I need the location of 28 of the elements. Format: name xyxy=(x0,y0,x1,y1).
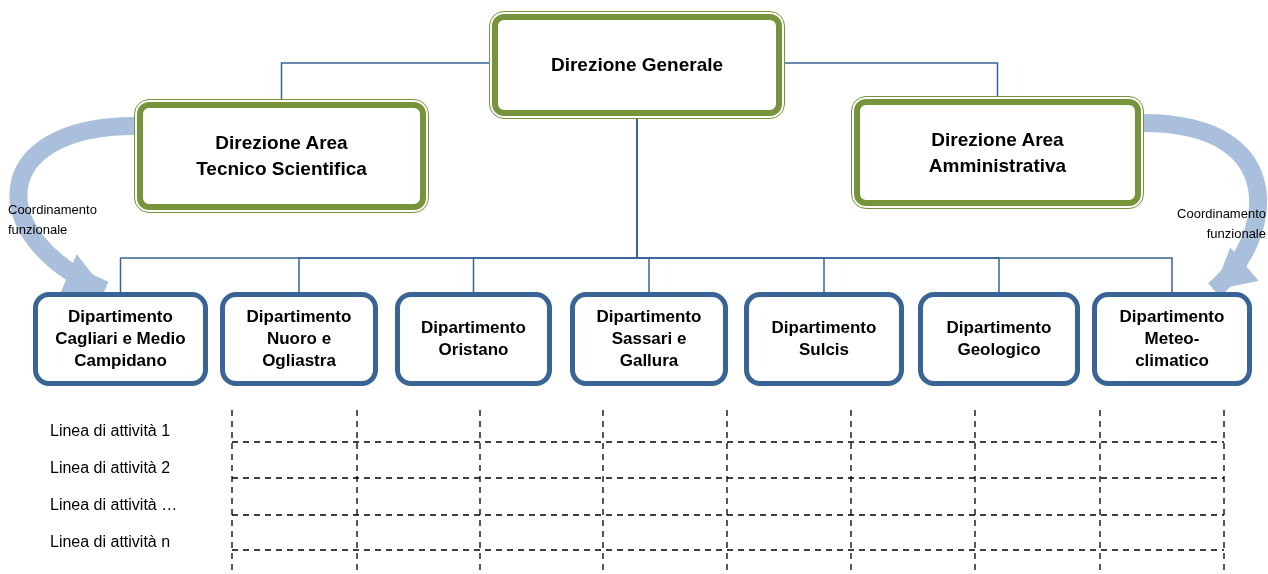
box-label: Direzione Generale xyxy=(550,53,724,77)
activity-line-label: Linea di attività 2 xyxy=(50,458,172,478)
connector-line xyxy=(280,62,491,100)
department-box xyxy=(33,292,208,386)
activity-line-label: Linea di attività n xyxy=(50,532,172,552)
connector-line xyxy=(783,62,999,97)
box-label: Direzione Area Tecnico Scientifica xyxy=(195,131,368,181)
department-box xyxy=(918,292,1080,386)
management-box xyxy=(854,99,1141,206)
activity-line-label: Linea di attività 1 xyxy=(50,421,172,441)
box-label: Dipartimento Geologico xyxy=(945,317,1053,361)
box-label: Dipartimento Oristano xyxy=(420,317,527,361)
activity-line-label: Linea di attività … xyxy=(50,495,178,515)
department-box xyxy=(395,292,552,386)
edge-label: Coordinamento funzionale xyxy=(1176,205,1266,243)
box-label: Dipartimento Sassari e Gallura xyxy=(595,306,703,372)
box-label: Direzione Area Amministrativa xyxy=(927,127,1068,178)
management-box xyxy=(492,14,782,116)
box-label: Dipartimento Meteo-climatico xyxy=(1118,306,1226,372)
edge-label: Coordinamento funzionale xyxy=(8,201,98,239)
management-box xyxy=(137,102,426,210)
department-box xyxy=(1092,292,1252,386)
box-label: Dipartimento Nuoro e Ogliastra xyxy=(245,306,353,372)
department-box xyxy=(570,292,728,386)
department-box xyxy=(220,292,378,386)
department-box xyxy=(744,292,904,386)
box-label: Dipartimento Sulcis xyxy=(770,317,878,361)
box-label: Dipartimento Cagliari e Medio Campidano xyxy=(54,306,187,372)
